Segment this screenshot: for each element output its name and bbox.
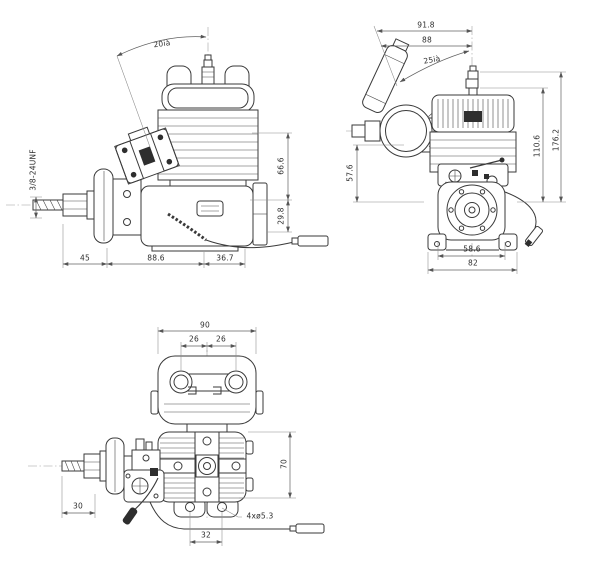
dim-label-82: 82	[468, 258, 478, 268]
dim-label-shaft-thread: 3/8-24UNF	[28, 149, 38, 191]
dim-label-91-8: 91.8	[417, 20, 435, 30]
dim-label-30: 30	[73, 501, 83, 511]
dim-label-57-6: 57.6	[345, 164, 355, 182]
dim-label-45: 45	[80, 253, 90, 263]
dim-label-32: 32	[201, 530, 211, 540]
top-view	[28, 327, 325, 546]
side-view	[6, 27, 329, 268]
dim-label-110-6: 110.6	[532, 134, 542, 158]
dim-label-176-2: 176.2	[551, 128, 561, 152]
dim-label-88: 88	[422, 35, 432, 45]
dim-label-26-right: 26	[216, 334, 226, 344]
dim-label-29-8: 29.8	[276, 207, 286, 225]
dim-label-36-7: 36.7	[216, 253, 234, 263]
dim-label-26-left: 26	[189, 334, 199, 344]
dim-label-88-6: 88.6	[147, 253, 165, 263]
dim-label-90: 90	[200, 320, 210, 330]
dim-label-mount-holes: 4xø5.3	[246, 511, 274, 521]
front-view	[346, 25, 566, 274]
dim-label-58-6: 58.6	[463, 244, 481, 254]
dim-label-70: 70	[279, 459, 289, 469]
dim-label-66-6: 66.6	[276, 157, 286, 175]
